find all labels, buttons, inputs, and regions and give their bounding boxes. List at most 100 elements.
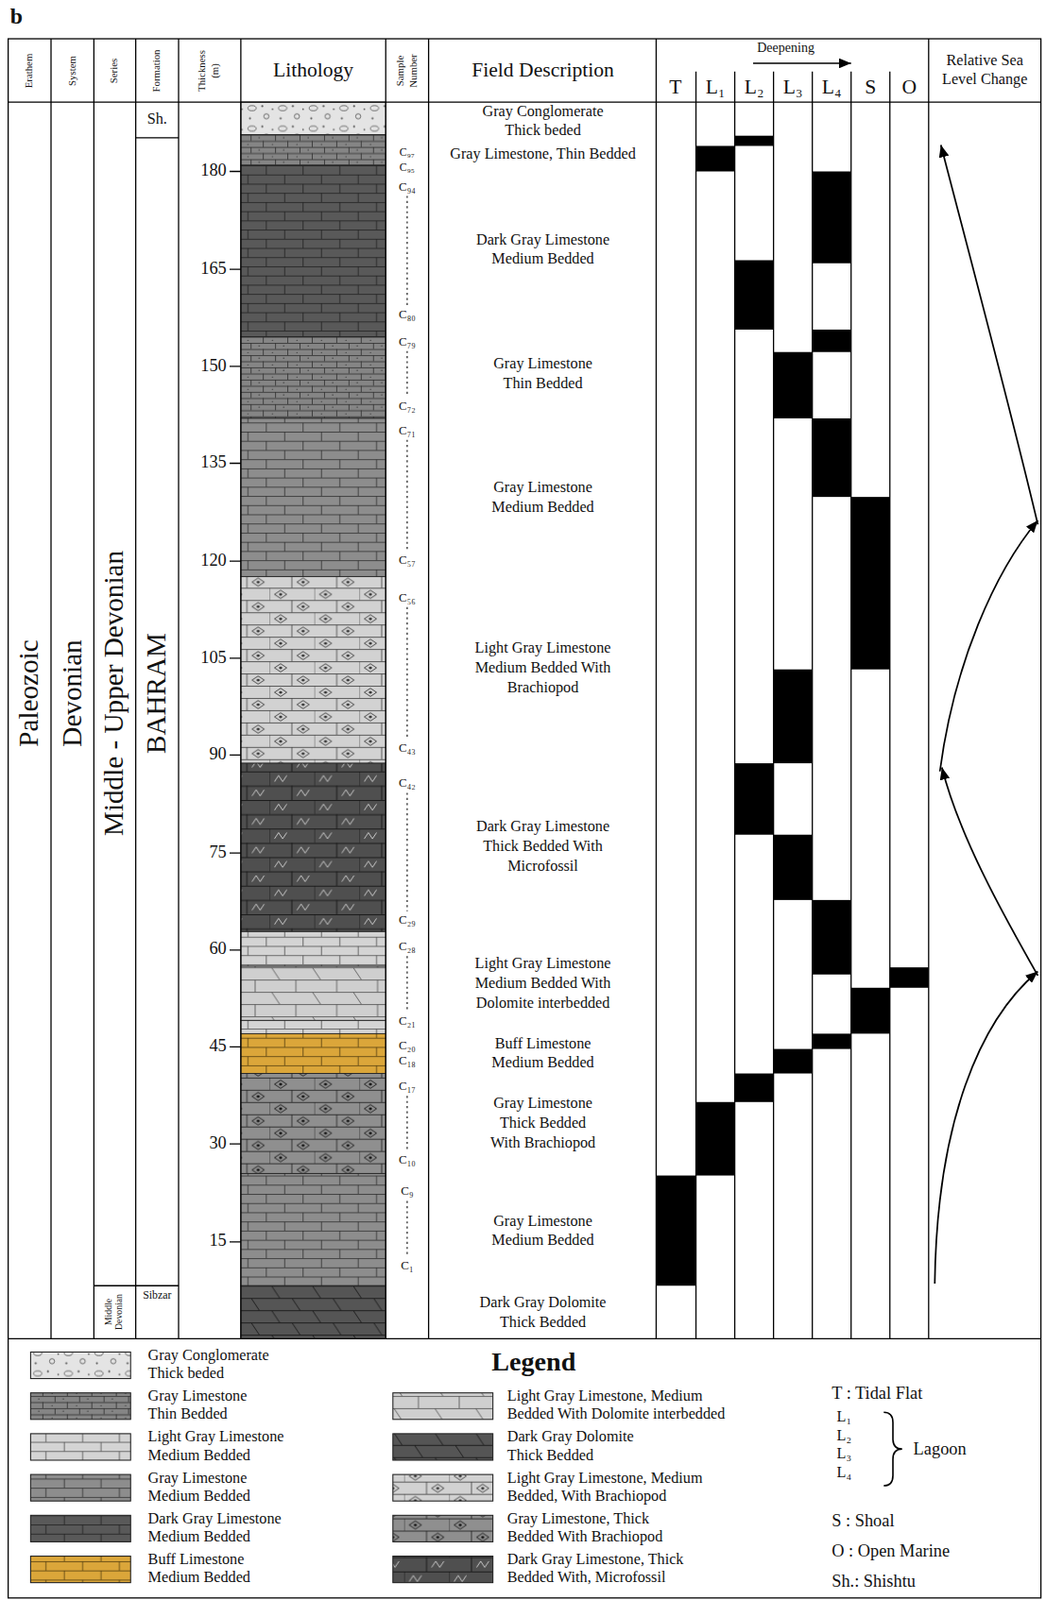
thickness-value: 165 <box>200 257 227 281</box>
column-header: Field Description <box>471 57 615 85</box>
thickness-value: 75 <box>208 841 226 865</box>
thickness-value: 60 <box>208 939 226 962</box>
facies-bar <box>735 763 774 836</box>
field-description: Gray Limestone Medium Bedded <box>470 478 616 517</box>
column-header: Series <box>107 57 121 83</box>
field-description: Light Gray Limestone Medium Bedded With … <box>470 638 616 698</box>
legend-swatch <box>30 1557 131 1584</box>
facies-bar <box>735 1074 774 1103</box>
key-text: T : Tidal Flat <box>831 1384 923 1407</box>
field-description: Gray Limestone, Thin Bedded <box>449 144 636 165</box>
column-header: System <box>66 55 80 86</box>
facies-bar <box>773 835 813 901</box>
legend-text: Gray Limestone Thin Bedded <box>148 1388 266 1424</box>
legend-swatch <box>30 1474 131 1502</box>
facies-bar <box>812 329 852 353</box>
thickness-value: 120 <box>200 549 227 573</box>
lithology-bed <box>240 931 386 967</box>
sea-level-arrow <box>934 972 1038 1286</box>
facies-code: O <box>901 74 917 102</box>
column-header: Lithology <box>273 57 354 85</box>
column-header: Thickness (m) <box>196 46 223 96</box>
thickness-value: 150 <box>200 355 227 378</box>
key-text: O : Open Marine <box>831 1541 950 1564</box>
sea-level-arrow <box>942 767 1039 976</box>
legend-swatch <box>393 1393 494 1421</box>
lithology-bed <box>240 165 386 338</box>
facies-code: T <box>668 74 682 102</box>
facies-bar <box>735 259 774 329</box>
facies-bar <box>655 1176 696 1287</box>
thickness-value: 135 <box>200 452 227 476</box>
facies-bar <box>890 967 929 989</box>
lithology-bed <box>240 1033 386 1074</box>
lithology-bed <box>240 1286 386 1339</box>
grid-line <box>8 38 1042 1339</box>
legend-text: Light Gray Limestone Medium Bedded <box>148 1428 293 1465</box>
legend-text: Light Gray Limestone, Medium Bedded, Wit… <box>507 1470 733 1507</box>
sample-number: C₇₂ <box>398 399 416 413</box>
table-grid <box>8 38 1042 1599</box>
sample-number: C₇₁ <box>398 424 416 438</box>
sea-level-arrow <box>940 520 1039 772</box>
facies-code: L₂ <box>744 74 765 102</box>
field-description: Buff Limestone Medium Bedded <box>470 1034 616 1074</box>
legend-swatch <box>393 1434 494 1461</box>
thickness-value: 180 <box>200 160 227 184</box>
thickness-value: 30 <box>208 1132 226 1156</box>
legend-swatch <box>393 1557 494 1584</box>
field-description: Gray Limestone Thin Bedded <box>483 355 601 395</box>
legend-text: Gray Limestone Medium Bedded <box>148 1470 293 1507</box>
legend-swatch <box>393 1515 494 1543</box>
legend-text: Dark Gray Limestone, Thick Bedded With, … <box>507 1551 702 1588</box>
lithology-bed <box>240 576 386 764</box>
legend-text: Buff Limestone Medium Bedded <box>148 1551 293 1588</box>
sea-level-arrow <box>941 144 1039 525</box>
sample-number: C₁₇ <box>398 1080 416 1094</box>
erathem-name: Paleozoic <box>12 640 48 748</box>
lithology-bed <box>240 1074 386 1175</box>
thickness-value: 45 <box>208 1035 226 1059</box>
facies-bar <box>812 418 852 498</box>
facies-bar <box>735 136 774 147</box>
tick-mark <box>229 171 241 1243</box>
legend-title: Legend <box>491 1345 576 1380</box>
sample-number: C₉ <box>400 1184 413 1199</box>
lithology-bed <box>240 337 386 419</box>
key-text: S : Shoal <box>831 1511 894 1535</box>
lithology-bed <box>240 763 386 932</box>
sea-level-curves <box>934 144 1038 1285</box>
facies-bar <box>812 1033 852 1049</box>
formation-name: Sibzar <box>142 1288 172 1304</box>
legend-text: Light Gray Limestone, Medium Bedded With… <box>507 1388 733 1424</box>
field-description: Gray Conglomerate Thick beded <box>470 102 616 141</box>
key-text: L₃ <box>837 1446 853 1464</box>
facies-bar <box>812 171 852 264</box>
key-text: L₁ <box>837 1409 853 1427</box>
field-description: Light Gray Limestone Medium Bedded With … <box>470 954 616 1013</box>
lithology-bed <box>240 135 386 166</box>
thickness-value: 15 <box>208 1231 226 1254</box>
sample-number: C₂₀ <box>398 1039 416 1053</box>
lithology-bed <box>240 1020 386 1034</box>
sample-number: C₂₉ <box>398 913 416 927</box>
formation-name: BAHRAM <box>139 633 175 755</box>
field-description: Dark Gray Dolomite Thick Bedded <box>470 1293 616 1333</box>
thickness-ticks <box>229 171 241 1243</box>
legend-swatch <box>393 1474 494 1502</box>
sample-number: C₄₃ <box>398 741 416 755</box>
formation-name: Sh. <box>147 109 168 130</box>
sample-number: C₁ <box>400 1259 413 1273</box>
sample-number: C₂₈ <box>398 940 416 954</box>
sample-number: C₉₄ <box>398 180 416 194</box>
lithology-column <box>240 102 386 1339</box>
lithology-bed <box>240 1173 386 1287</box>
panel-label: b <box>10 1 23 31</box>
column-header: Formation <box>150 49 164 92</box>
legend-swatch <box>30 1393 131 1421</box>
sample-number: C₅₇ <box>398 553 416 567</box>
lithology-bed <box>240 966 386 1021</box>
field-description: Dark Gray Limestone Thick Bedded With Mi… <box>470 817 616 876</box>
key-text: L₄ <box>837 1465 853 1483</box>
facies-bar <box>851 497 891 670</box>
